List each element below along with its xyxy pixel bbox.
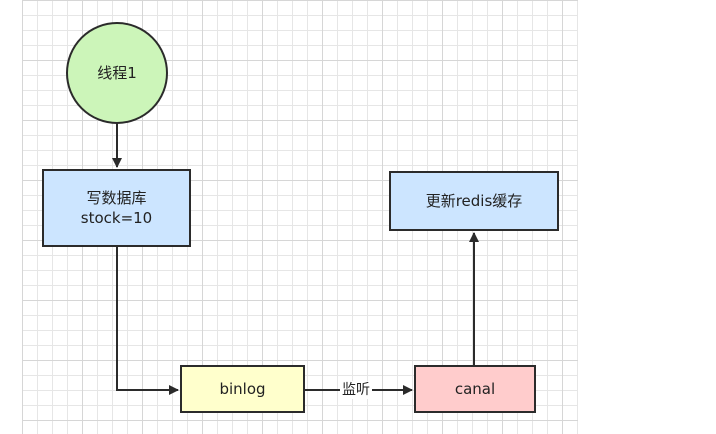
canal-label: canal — [454, 380, 496, 398]
write-db-stock: stock=10 — [80, 209, 153, 227]
thread-node: 线程1 — [66, 22, 168, 124]
write-db-node: 写数据库 stock=10 — [42, 169, 191, 247]
binlog-node: binlog — [180, 365, 305, 413]
binlog-label: binlog — [219, 380, 266, 398]
write-db-label: 写数据库 — [86, 189, 147, 207]
listen-edge-label: 监听 — [340, 381, 372, 399]
update-redis-label: 更新redis缓存 — [425, 192, 523, 210]
canal-node: canal — [414, 365, 536, 413]
thread-label: 线程1 — [97, 64, 137, 82]
arrow-db-to-binlog — [116, 246, 179, 395]
update-redis-node: 更新redis缓存 — [389, 171, 559, 231]
